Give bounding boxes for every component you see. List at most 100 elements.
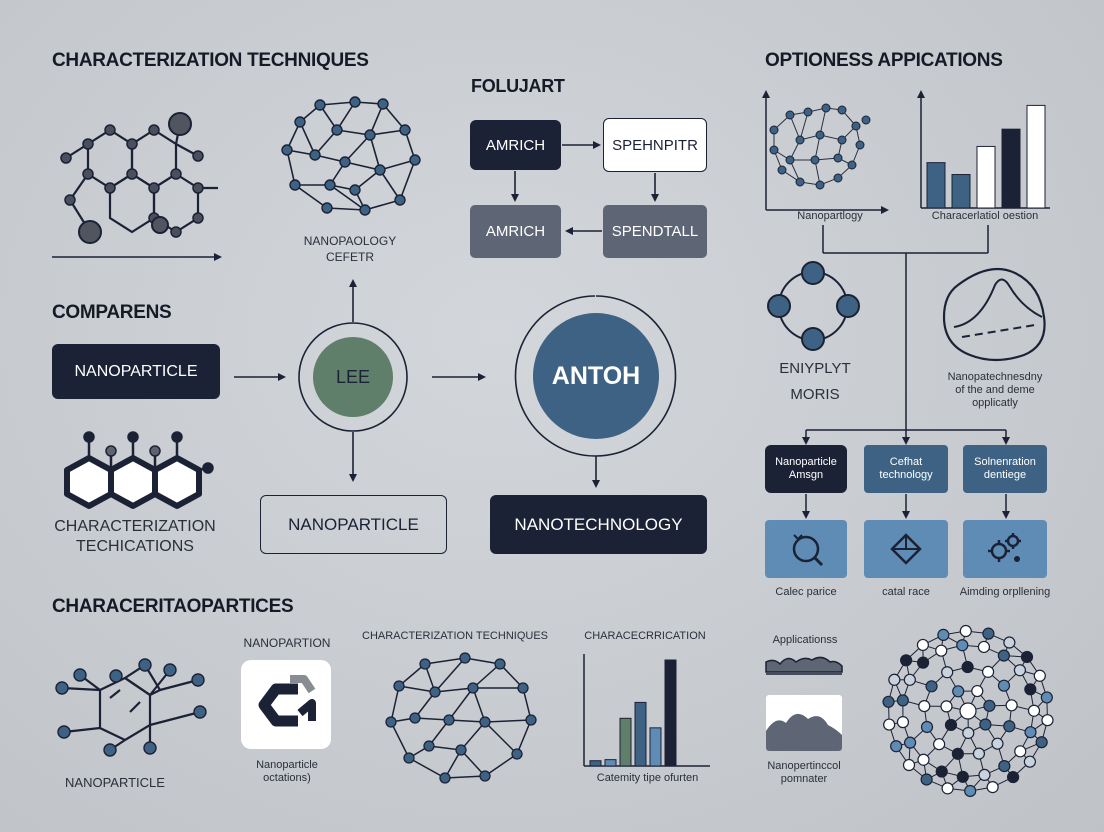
bar-chart-top: [917, 90, 1050, 209]
scatter-caption: Nanopartlogy: [797, 210, 863, 222]
bottom-molecule-icon: [55, 658, 207, 757]
network-node: [1006, 770, 1020, 784]
network-node: [981, 665, 995, 678]
tag-cefhat-technology[interactable]: Cefhat technology: [864, 445, 948, 493]
bottom-molecule-caption: NANOPARTICLE: [65, 775, 165, 790]
applications-caption-line2: pomnater: [780, 773, 828, 785]
bar-2: [951, 174, 971, 209]
network-caption-line2: CEFETR: [326, 250, 374, 264]
network-node: [956, 770, 969, 783]
shape-caption-line1: Nanopatechnesdny: [947, 371, 1043, 383]
gears-icon: [988, 533, 1021, 562]
logo-caption: Nanoparticle octations): [232, 759, 342, 785]
tag2-line1: Cefhat: [889, 456, 923, 468]
flow-box-spendtall[interactable]: SPENDTALL: [603, 205, 707, 258]
bar-4: [1001, 128, 1021, 209]
network-node: [1020, 650, 1034, 664]
flow-box-amrich-top[interactable]: AMRICH: [470, 120, 561, 170]
gears-tile[interactable]: [963, 520, 1047, 578]
bottom-chart-title: CHARACECRRICATION: [584, 630, 706, 642]
network-node: [959, 624, 972, 638]
bottom-chart-caption: Catemity tipe ofurten: [596, 772, 699, 784]
network-node: [982, 627, 995, 640]
bar-1: [926, 162, 946, 209]
tag1-line1: Nanoparticle: [775, 456, 837, 468]
network-node: [1013, 664, 1027, 677]
bottom-network-title: CHARACTERIZATION TECHNIQUES: [362, 630, 548, 642]
logo-tile[interactable]: [241, 660, 331, 749]
bar-1: [589, 760, 602, 767]
sparkline-icon: [765, 656, 843, 675]
hexagon-caption-line1: CHARACTERIZATION: [54, 518, 216, 535]
bar-5: [1026, 104, 1046, 209]
bar-chart-bottom: [583, 654, 710, 767]
ring-molecule-icon: [767, 261, 860, 351]
bar-4: [634, 701, 647, 767]
heading-comparens: COMPARENS: [52, 302, 172, 323]
network-node: [941, 666, 954, 679]
network-node: [916, 656, 930, 669]
network-node: [900, 654, 913, 667]
heading-foluart: FOLUJART: [471, 76, 565, 96]
tag3-line2: dentiege: [983, 469, 1027, 481]
bar-5: [649, 727, 662, 767]
network-caption-line1: NANOPAOLOGY: [303, 234, 397, 248]
ring-caption-line1: ENIYPLYT: [779, 360, 851, 377]
network-node: [888, 673, 901, 686]
network-node: [991, 737, 1004, 750]
tag-solnenration-dentiege[interactable]: Solnenration dentiege: [963, 445, 1047, 493]
nanotechnology-box[interactable]: NANOTECHNOLOGY: [490, 495, 707, 554]
network-node: [903, 673, 916, 686]
bar-3: [619, 717, 632, 767]
icon3-caption: Aimding orpllening: [959, 586, 1051, 598]
hexagon-c-logo-icon: [258, 674, 316, 726]
network-node: [1035, 736, 1048, 749]
applications-caption-line1: Nanopertinccol: [767, 760, 841, 772]
diamond-icon: [890, 533, 922, 565]
network-node: [937, 628, 950, 641]
network-node: [920, 773, 933, 786]
nanoparticle-box[interactable]: NANOPARTICLE: [52, 344, 220, 399]
network-node: [1027, 704, 1041, 717]
nanoparticle-box-outline[interactable]: NANOPARTICLE: [260, 495, 447, 554]
bar-3: [976, 145, 996, 209]
bar-chart-top-bars: [926, 104, 1046, 209]
network-node: [1003, 720, 1016, 733]
network-graph-icon: [281, 96, 421, 216]
tag3-line1: Solnenration: [974, 456, 1036, 468]
network-node: [1023, 755, 1036, 768]
network-node: [959, 702, 977, 720]
bar-6: [664, 659, 677, 767]
tag-nanoparticle-amsgn[interactable]: Nanoparticle Amsgn: [765, 445, 847, 493]
shape-caption-line2: of the and deme: [955, 384, 1035, 396]
network-node: [978, 768, 991, 782]
dense-network-group: [882, 624, 1054, 798]
network-node: [997, 679, 1011, 692]
network-node: [977, 640, 991, 654]
ring-caption: ENIYPLYT MORIS: [755, 356, 875, 408]
network-node: [896, 716, 910, 729]
lee-circle[interactable]: LEE: [313, 337, 393, 417]
network-node: [1024, 683, 1037, 696]
network-node: [998, 760, 1011, 773]
applications-area-tile[interactable]: [766, 695, 842, 751]
network-node: [956, 639, 969, 652]
network-node: [918, 699, 931, 713]
flow-box-spehnpitr[interactable]: SPEHNPITR: [603, 118, 707, 172]
diamond-tile[interactable]: [864, 520, 948, 578]
shape-caption: Nanopatechnesdny of the and deme opplica…: [920, 371, 1070, 410]
antoh-circle[interactable]: ANTOH: [533, 313, 659, 439]
network-node: [962, 726, 975, 740]
network-node: [903, 736, 917, 749]
logo-caption-line1: Nanoparticle: [256, 759, 318, 771]
network-node: [1024, 726, 1037, 739]
network-node: [917, 753, 930, 766]
network-node: [971, 684, 984, 698]
network-node: [1041, 714, 1054, 727]
network-node: [979, 718, 992, 731]
network-node: [983, 699, 996, 712]
search-refresh-tile[interactable]: [765, 520, 847, 578]
icon2-caption: catal race: [882, 586, 930, 598]
flow-box-amrich-bottom[interactable]: AMRICH: [470, 205, 561, 258]
